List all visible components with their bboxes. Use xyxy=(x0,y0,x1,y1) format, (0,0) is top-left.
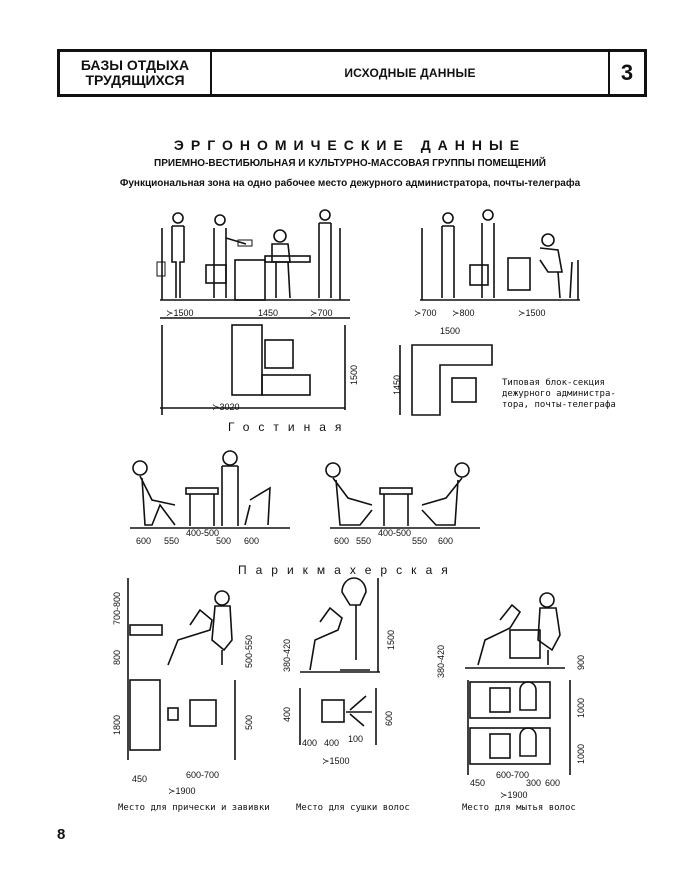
reception-elevation-right xyxy=(420,209,580,301)
lr-dim-600: 600 xyxy=(136,536,152,546)
lr-dim-550: 550 xyxy=(164,536,180,546)
header-box: БАЗЫ ОТДЫХА ТРУДЯЩИХСЯ ИСХОДНЫЕ ДАННЫЕ 3 xyxy=(57,49,647,97)
lr-dim-600b: 600 xyxy=(244,536,260,546)
bm-vdim-1500: 1500 xyxy=(386,629,396,650)
br-dim-450: 450 xyxy=(470,778,486,788)
main-title: ЭРГОНОМИЧЕСКИЕ ДАННЫЕ xyxy=(173,137,527,153)
bm-dim-400b: 400 xyxy=(324,738,340,748)
br-vdim-900: 900 xyxy=(576,654,586,670)
bm-vdim-600: 600 xyxy=(384,710,394,726)
dim-3020: ≻3020 xyxy=(212,402,240,412)
reception-elevation-left xyxy=(156,209,350,301)
reception-plan-right xyxy=(399,344,493,416)
br-dim-600: 600 xyxy=(545,778,561,788)
bm-vdim-380-420: 380-420 xyxy=(282,638,292,672)
br-vdim-1000a: 1000 xyxy=(576,697,586,718)
living-room-right xyxy=(325,462,480,529)
section-title: БАЗЫ ОТДЫХА ТРУДЯЩИХСЯ xyxy=(60,52,212,94)
lr-r-dim-600b: 600 xyxy=(438,536,454,546)
bl-dim-600-700: 600-700 xyxy=(186,770,220,780)
br-dim-1900: ≻1900 xyxy=(500,790,528,800)
living-room-title: Гостиная xyxy=(228,420,351,434)
bm-dim-100: 100 xyxy=(348,734,364,744)
lr-r-dim-600: 600 xyxy=(334,536,350,546)
caption-drying: Место для сушки волос xyxy=(296,803,410,813)
caption-washing: Место для мытья волос xyxy=(462,803,576,813)
note-line3: тора, почты-телеграфа xyxy=(502,400,616,410)
dim-r-700: ≻700 xyxy=(414,308,437,318)
sub-title: ПРИЕМНО-ВЕСТИБЮЛЬНАЯ И КУЛЬТУРНО-МАССОВА… xyxy=(154,158,546,169)
note-line2: дежурного администра- xyxy=(502,389,616,399)
subject-title: ИСХОДНЫЕ ДАННЫЕ xyxy=(212,52,610,94)
bm-vdim-400: 400 xyxy=(282,706,292,722)
lr-r-dim-400-500: 400-500 xyxy=(378,528,412,538)
dim-r-800: ≻800 xyxy=(452,308,475,318)
bl-vdim-700-800: 700-800 xyxy=(112,591,122,625)
page-number: 8 xyxy=(57,826,66,843)
barber-left xyxy=(127,578,236,760)
barber-title: Парикмахерская xyxy=(238,563,457,577)
bl-dim-1900: ≻1900 xyxy=(168,786,196,796)
bm-dim-1500: ≻1500 xyxy=(322,756,350,766)
bm-dim-400a: 400 xyxy=(302,738,318,748)
barber-middle xyxy=(299,577,380,745)
reception-plan-left xyxy=(160,317,350,415)
zone-title: Функциональная зона на одно рабочее мест… xyxy=(119,178,581,189)
bl-vdim-500-550: 500-550 xyxy=(244,634,254,668)
bl-dim-450: 450 xyxy=(132,774,148,784)
bl-vdim-1800: 1800 xyxy=(112,714,122,735)
dim-1500: ≻1500 xyxy=(166,308,194,318)
dim-r-1500: ≻1500 xyxy=(518,308,546,318)
br-vdim-1000b: 1000 xyxy=(576,743,586,764)
br-vdim-380-420: 380-420 xyxy=(436,644,446,678)
section-title-line2: ТРУДЯЩИХСЯ xyxy=(85,72,185,88)
bl-vdim-500: 500 xyxy=(244,714,254,730)
typical-block-note: Типовая блок-секция дежурного администра… xyxy=(502,378,616,411)
caption-hairstyle: Место для прически и завивки xyxy=(118,803,270,813)
living-room-left xyxy=(130,450,290,529)
lr-dim-500: 500 xyxy=(216,536,232,546)
dim-r-v-1450: 1450 xyxy=(392,374,402,395)
dim-700: ≻700 xyxy=(310,308,333,318)
dim-1450: 1450 xyxy=(258,308,279,318)
lr-dim-400-500: 400-500 xyxy=(186,528,220,538)
page-tab-number: 3 xyxy=(620,60,634,85)
lr-r-dim-550b: 550 xyxy=(412,536,428,546)
section-title-line1: БАЗЫ ОТДЫХА xyxy=(80,57,190,73)
dim-v-1500: 1500 xyxy=(349,364,359,385)
barber-right xyxy=(465,592,571,775)
note-line1: Типовая блок-секция xyxy=(502,378,605,388)
lr-r-dim-550: 550 xyxy=(356,536,372,546)
dim-r-top-1500: 1500 xyxy=(440,326,461,336)
br-dim-300: 300 xyxy=(526,778,542,788)
bl-vdim-800: 800 xyxy=(112,649,122,665)
br-dim-600-700: 600-700 xyxy=(496,770,530,780)
